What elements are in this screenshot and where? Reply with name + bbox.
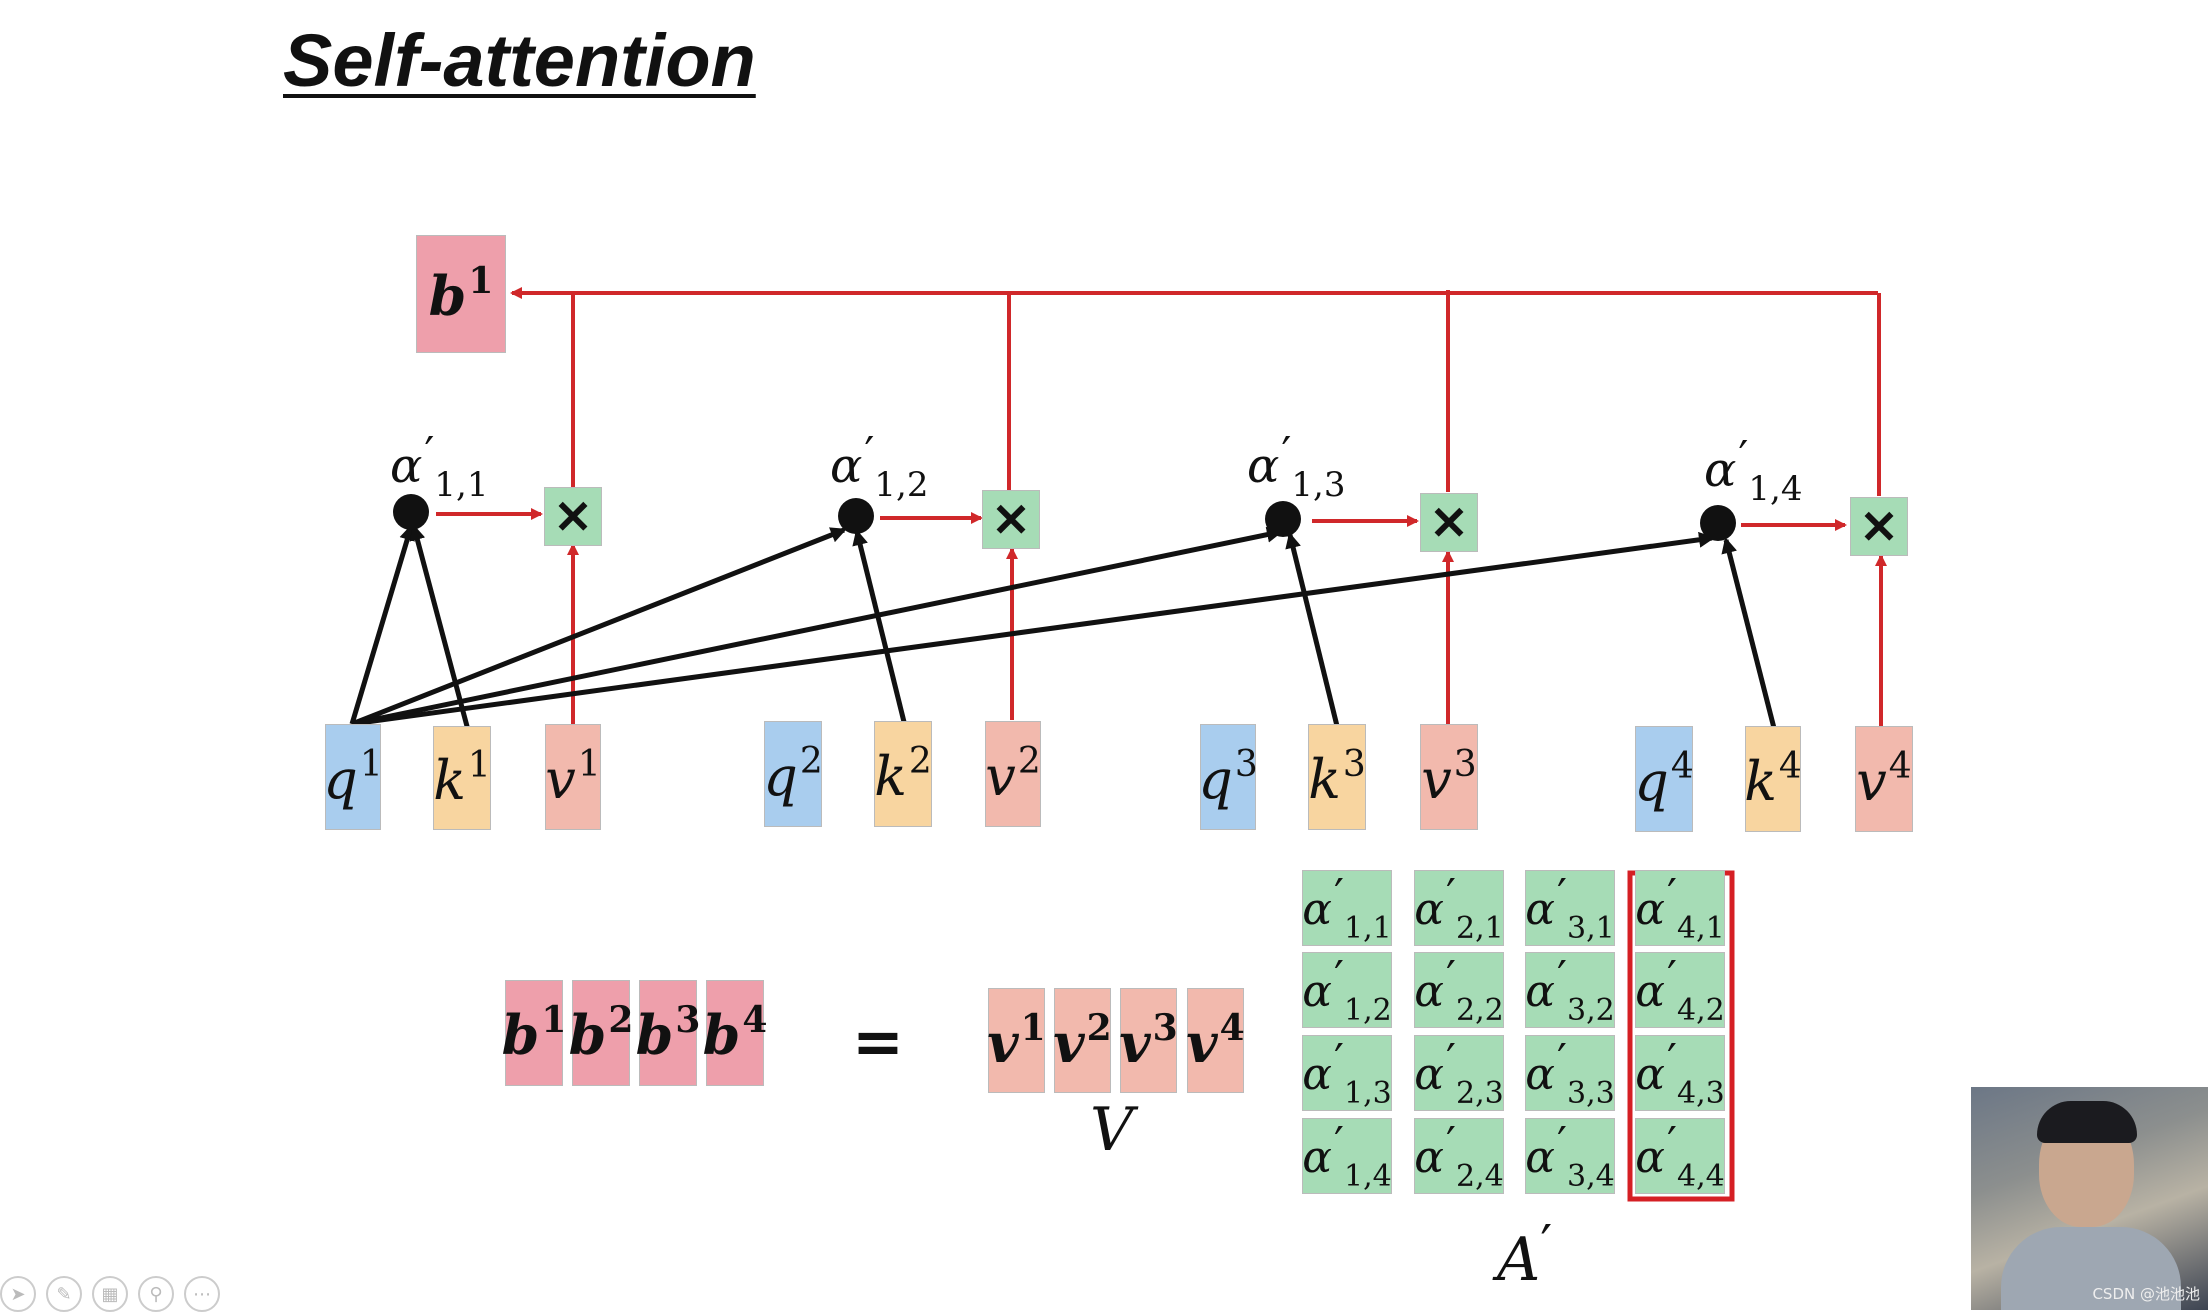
a-matrix-cell: α′4,1 — [1635, 870, 1725, 946]
presenter-body — [2001, 1227, 2181, 1310]
q4-box: q4 — [1634, 726, 1694, 832]
v1-box: v1 — [545, 724, 601, 830]
k3-box: k3 — [1308, 724, 1366, 830]
v4-box: v4 — [1855, 726, 1913, 832]
a-matrix-cell: α′2,4 — [1414, 1118, 1504, 1194]
a-matrix-cell: α′4,2 — [1635, 952, 1725, 1028]
a-matrix-cell: α′1,3 — [1302, 1035, 1392, 1111]
alpha-label-3: α′1,3 — [1247, 428, 1346, 505]
webcam-overlay: CSDN @池池池 — [1971, 1087, 2208, 1310]
v3-box: v3 — [1420, 724, 1478, 830]
equals-sign: = — [852, 1005, 904, 1078]
presenter-hair — [2037, 1101, 2137, 1143]
multiply-icon: ✕ — [991, 492, 1031, 547]
q1-box: q1 — [323, 724, 383, 830]
a-matrix-cell: α′4,3 — [1635, 1035, 1725, 1111]
k2-box: k2 — [874, 721, 932, 827]
slides-icon[interactable]: ▦ — [92, 1276, 128, 1312]
v-row-3: v3 — [1119, 988, 1178, 1093]
a-matrix-cell: α′2,3 — [1414, 1035, 1504, 1111]
k4-box: k4 — [1744, 726, 1802, 832]
q3-box: q3 — [1198, 724, 1258, 830]
slide-title: Self-attention — [283, 19, 756, 102]
multiply-icon: ✕ — [1429, 495, 1469, 550]
a-matrix-cell-label: α′3,4 — [1525, 1118, 1615, 1194]
k3-to-alpha-3 — [1285, 532, 1341, 731]
a-matrix-cell: α′4,4 — [1635, 1118, 1725, 1194]
k1-to-alpha-1 — [409, 524, 471, 731]
alpha-label-2: α′1,2 — [830, 428, 929, 505]
b-row-1: b1 — [502, 980, 566, 1086]
alpha-dot-2 — [838, 498, 874, 534]
a-matrix-cell-label: α′4,3 — [1635, 1035, 1725, 1111]
v-row-1: v1 — [987, 988, 1046, 1093]
q1-to-alpha-4 — [351, 531, 1715, 727]
pen-icon[interactable]: ✎ — [46, 1276, 82, 1312]
a-matrix-cell: α′3,4 — [1525, 1118, 1615, 1194]
a-matrix-cell: α′1,2 — [1302, 952, 1392, 1028]
q1-to-alpha-2 — [351, 527, 847, 727]
multiply-icon: ✕ — [1859, 499, 1899, 554]
multiply-box-2: ✕ — [982, 490, 1040, 549]
multiply-icon: ✕ — [553, 489, 593, 544]
v2-box: v2 — [985, 721, 1041, 827]
a-matrix-cell: α′1,1 — [1302, 870, 1392, 946]
a-matrix-cell-label: α′2,2 — [1414, 952, 1504, 1028]
b-row-2: b2 — [569, 980, 633, 1086]
arrow-icon[interactable]: ➤ — [0, 1276, 36, 1312]
a-matrix-cell-label: α′1,1 — [1302, 870, 1392, 946]
a-matrix-cell-label: α′4,1 — [1635, 870, 1725, 946]
q1-to-alpha-1 — [349, 524, 415, 725]
a-matrix-cell-label: α′1,3 — [1302, 1035, 1392, 1111]
a-matrix-cell-label: α′4,2 — [1635, 952, 1725, 1028]
slideshow-toolbar: ➤ ✎ ▦ ⚲ ⋯ — [0, 1276, 220, 1312]
q1-to-alpha-3 — [351, 526, 1283, 727]
k2-to-alpha-2 — [852, 529, 909, 731]
v-row-4: v4 — [1186, 988, 1245, 1093]
a-matrix-cell: α′3,1 — [1525, 870, 1615, 946]
k1-box: k1 — [433, 726, 491, 830]
a-matrix-cell-label: α′1,2 — [1302, 952, 1392, 1028]
a-matrix-cell: α′2,1 — [1414, 870, 1504, 946]
watermark: CSDN @池池池 — [2092, 1285, 2200, 1303]
alpha-dot-3 — [1265, 501, 1301, 537]
k4-to-alpha-4 — [1721, 537, 1778, 733]
b-row-3: b3 — [636, 980, 700, 1086]
a-matrix-cell-label: α′3,1 — [1525, 870, 1615, 946]
alpha-label-1: α′1,1 — [390, 428, 489, 505]
v-row-2: v2 — [1053, 988, 1112, 1093]
a-matrix-cell: α′1,4 — [1302, 1118, 1392, 1194]
output-b1-box: b1 — [416, 235, 506, 353]
a-matrix-cell-label: α′3,2 — [1525, 952, 1615, 1028]
more-icon[interactable]: ⋯ — [184, 1276, 220, 1312]
output-b1-label: b1 — [428, 260, 494, 328]
a-matrix-cell: α′3,2 — [1525, 952, 1615, 1028]
a-matrix-cell-label: α′3,3 — [1525, 1035, 1615, 1111]
q2-box: q2 — [763, 721, 823, 827]
multiply-box-1: ✕ — [544, 487, 602, 546]
a-matrix-cell-label: α′2,3 — [1414, 1035, 1504, 1111]
a-matrix-cell-label: α′1,4 — [1302, 1118, 1392, 1194]
a-matrix-cell-label: α′2,1 — [1414, 870, 1504, 946]
alpha-dot-1 — [393, 494, 429, 530]
alpha-label-4: α′1,4 — [1704, 432, 1803, 509]
a-matrix-cell: α′3,3 — [1525, 1035, 1615, 1111]
multiply-box-3: ✕ — [1420, 493, 1478, 552]
a-matrix-cell: α′2,2 — [1414, 952, 1504, 1028]
zoom-icon[interactable]: ⚲ — [138, 1276, 174, 1312]
a-matrix-cell-label: α′2,4 — [1414, 1118, 1504, 1194]
b-row-4: b4 — [703, 980, 767, 1086]
alpha-dot-4 — [1700, 505, 1736, 541]
multiply-box-4: ✕ — [1850, 497, 1908, 556]
a-matrix-label: A′ — [1497, 1215, 1553, 1295]
v-matrix-label: V — [1090, 1095, 1134, 1165]
a-matrix-cell-label: α′4,4 — [1635, 1118, 1725, 1194]
